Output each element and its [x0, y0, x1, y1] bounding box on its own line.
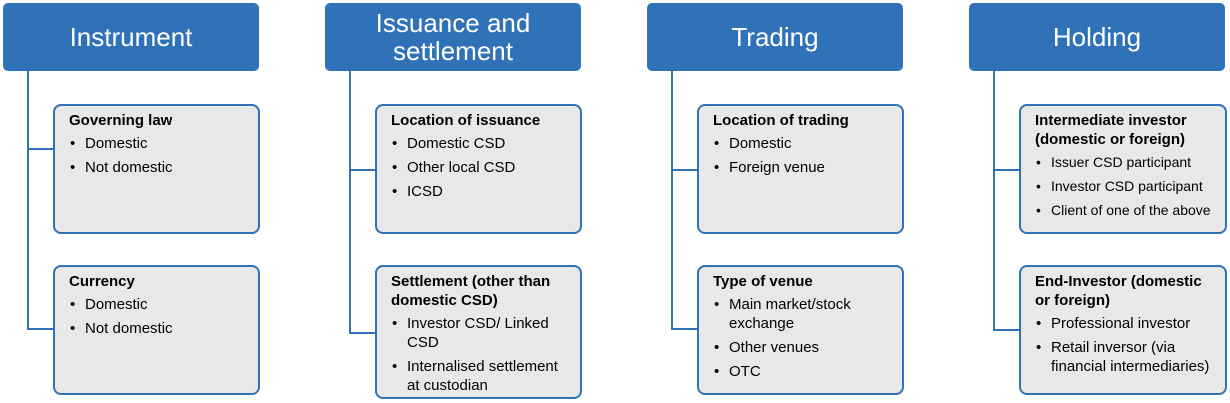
list-item: Main market/stock exchange	[713, 295, 892, 333]
list-item: Domestic	[69, 134, 248, 153]
list-item: Other venues	[713, 338, 892, 357]
connector-branch	[993, 329, 1020, 331]
box-title: Type of venue	[713, 273, 813, 290]
connector-branch	[671, 328, 698, 330]
column-header-trading: Trading	[647, 3, 903, 71]
list-item: Not domestic	[69, 158, 248, 177]
list-item: Domestic	[69, 295, 248, 314]
column-header-holding: Holding	[969, 3, 1225, 71]
list-item: Domestic CSD	[391, 134, 570, 153]
box-currency: Currency Domestic Not domestic	[53, 265, 260, 395]
box-list: Domestic Not domestic	[69, 134, 248, 177]
connector-branch	[27, 328, 54, 330]
box-type-of-venue: Type of venue Main market/stock exchange…	[697, 265, 904, 395]
column-header-issuance-settlement: Issuance and settlement	[325, 3, 581, 71]
box-title: Location of issuance	[391, 112, 541, 129]
list-item: Foreign venue	[713, 158, 892, 177]
box-list: Investor CSD/ Linked CSD Internalised se…	[391, 314, 570, 395]
list-item: OTC	[713, 362, 892, 381]
box-list: Domestic CSD Other local CSD ICSD	[391, 134, 570, 201]
box-title: End-Investor (domestic or foreign)	[1035, 273, 1202, 309]
connector-trunk	[349, 71, 351, 334]
list-item: Retail inversor (via financial intermedi…	[1035, 338, 1215, 376]
connector-branch	[993, 169, 1020, 171]
column-header-label: Holding	[1052, 22, 1142, 52]
list-item: Investor CSD participant	[1035, 177, 1215, 195]
connector-branch	[27, 148, 54, 150]
box-title: Governing law	[69, 112, 173, 129]
column-header-instrument: Instrument	[3, 3, 259, 71]
connector-branch	[349, 169, 376, 171]
list-item: Internalised settlement at custodian	[391, 357, 570, 395]
list-item: Other local CSD	[391, 158, 570, 177]
connector-trunk	[671, 71, 673, 330]
box-list: Domestic Foreign venue	[713, 134, 892, 177]
list-item: Domestic	[713, 134, 892, 153]
box-title: Currency	[69, 273, 135, 290]
list-item: Client of one of the above	[1035, 201, 1215, 219]
box-intermediate-investor: Intermediate investor (domestic or forei…	[1019, 104, 1227, 234]
box-title: Intermediate investor (domestic or forei…	[1035, 112, 1187, 148]
box-governing-law: Governing law Domestic Not domestic	[53, 104, 260, 234]
list-item: ICSD	[391, 182, 570, 201]
box-location-of-issuance: Location of issuance Domestic CSD Other …	[375, 104, 582, 234]
connector-branch	[671, 169, 698, 171]
connector-branch	[349, 332, 376, 334]
box-title: Settlement (other than domestic CSD)	[391, 273, 551, 309]
connector-trunk	[27, 71, 29, 329]
box-location-of-trading: Location of trading Domestic Foreign ven…	[697, 104, 904, 234]
list-item: Not domestic	[69, 319, 248, 338]
box-list: Main market/stock exchange Other venues …	[713, 295, 892, 381]
box-list: Issuer CSD participant Investor CSD part…	[1035, 153, 1215, 219]
list-item: Investor CSD/ Linked CSD	[391, 314, 570, 352]
column-header-label: Trading	[731, 22, 819, 52]
box-settlement: Settlement (other than domestic CSD) Inv…	[375, 265, 582, 399]
box-end-investor: End-Investor (domestic or foreign) Profe…	[1019, 265, 1227, 395]
box-list: Domestic Not domestic	[69, 295, 248, 338]
box-list: Professional investor Retail inversor (v…	[1035, 314, 1215, 376]
list-item: Issuer CSD participant	[1035, 153, 1215, 171]
list-item: Professional investor	[1035, 314, 1215, 333]
column-header-label: Issuance and settlement	[375, 8, 531, 66]
column-header-label: Instrument	[69, 22, 193, 52]
connector-trunk	[993, 71, 995, 331]
box-title: Location of trading	[713, 112, 849, 129]
